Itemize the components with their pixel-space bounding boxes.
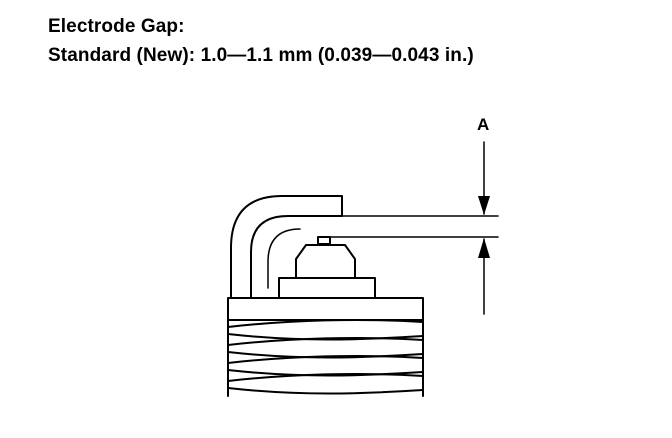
spec-line: Standard (New): 1.0—1.1 mm (0.039—0.043 … xyxy=(48,41,474,70)
center-electrode xyxy=(278,236,376,299)
spec-metric-value: 1.0—1.1 mm xyxy=(200,45,313,66)
ground-electrode xyxy=(230,195,343,299)
shell-top-plate xyxy=(227,297,424,321)
spec-title: Electrode Gap: xyxy=(48,16,185,37)
spec-label: Standard (New): xyxy=(48,45,196,66)
threaded-shell xyxy=(227,318,424,397)
callout-label-a: A xyxy=(477,115,489,134)
spec-heading: Electrode Gap: Standard (New): 1.0—1.1 m… xyxy=(48,12,474,70)
spec-imperial-value: (0.039—0.043 in.) xyxy=(317,45,474,66)
dimension-arrowheads xyxy=(478,196,490,258)
